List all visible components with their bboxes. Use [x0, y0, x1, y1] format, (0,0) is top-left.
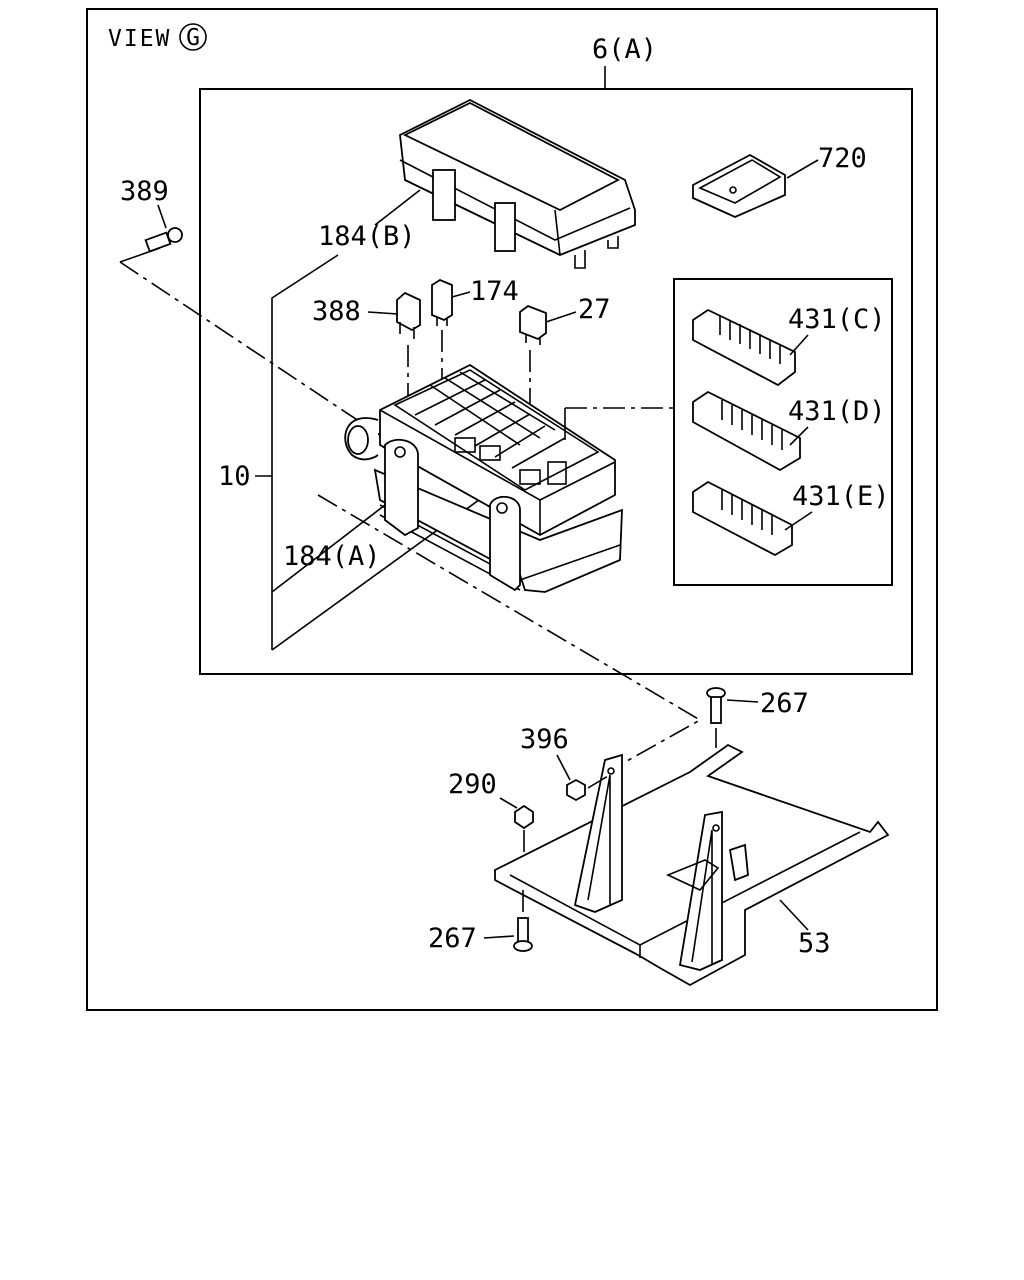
group-line-10	[271, 254, 339, 650]
callout-267-bottom: 267	[428, 923, 477, 954]
leader-184b	[374, 189, 421, 226]
leader-184a-1	[271, 504, 386, 593]
callout-388: 388	[312, 296, 361, 327]
callout-174: 174	[470, 276, 519, 307]
fuse-box-cover	[399, 98, 636, 269]
leader-388	[367, 311, 399, 315]
callout-720: 720	[818, 143, 867, 174]
callout-53: 53	[798, 928, 831, 959]
callout-431e: 431(E)	[792, 481, 890, 512]
callout-290: 290	[448, 769, 497, 800]
leader-27	[545, 311, 577, 323]
leader-290	[499, 797, 518, 809]
view-label: VIEW	[108, 26, 171, 52]
leader-389	[157, 204, 167, 229]
leader-396	[556, 754, 571, 781]
outer-frame	[86, 8, 938, 1011]
leader-267-bottom	[483, 935, 515, 939]
connector-431d	[692, 390, 801, 472]
connector-frame	[673, 278, 893, 586]
callout-267-top: 267	[760, 688, 809, 719]
fuse-27	[519, 304, 547, 345]
leader-431d	[789, 426, 809, 446]
assembly-frame	[199, 88, 913, 675]
leader-174	[451, 291, 471, 298]
bracket-720	[692, 153, 786, 218]
nut-396	[566, 778, 586, 802]
leader-389-b	[119, 247, 161, 263]
callout-assembly: 6(A)	[592, 34, 657, 65]
callout-389: 389	[120, 176, 169, 207]
bolt-389	[144, 227, 183, 253]
callout-184b: 184(B)	[318, 221, 416, 252]
connector-431e	[692, 480, 793, 557]
callout-431d: 431(D)	[788, 396, 886, 427]
leader-267-top	[726, 699, 759, 703]
nut-290	[514, 804, 534, 830]
callout-396: 396	[520, 724, 569, 755]
fuse-174	[431, 278, 453, 326]
callout-431c: 431(C)	[788, 304, 886, 335]
mounting-bracket-53	[494, 743, 890, 987]
leader-431c	[789, 334, 809, 356]
leader-720	[786, 159, 819, 179]
relay-388	[396, 291, 421, 339]
view-circle	[179, 23, 207, 51]
bolt-267-bottom	[513, 917, 533, 952]
callout-184a: 184(A)	[283, 541, 381, 572]
leader-431e	[784, 511, 813, 531]
bolt-267-top	[706, 687, 726, 724]
connector-431c	[692, 308, 796, 387]
callout-27: 27	[578, 294, 611, 325]
view-letter: G	[186, 25, 200, 51]
leader-53	[779, 899, 809, 931]
fuse-box-body	[344, 363, 623, 593]
callout-10: 10	[218, 461, 251, 492]
axis-396	[587, 775, 609, 789]
